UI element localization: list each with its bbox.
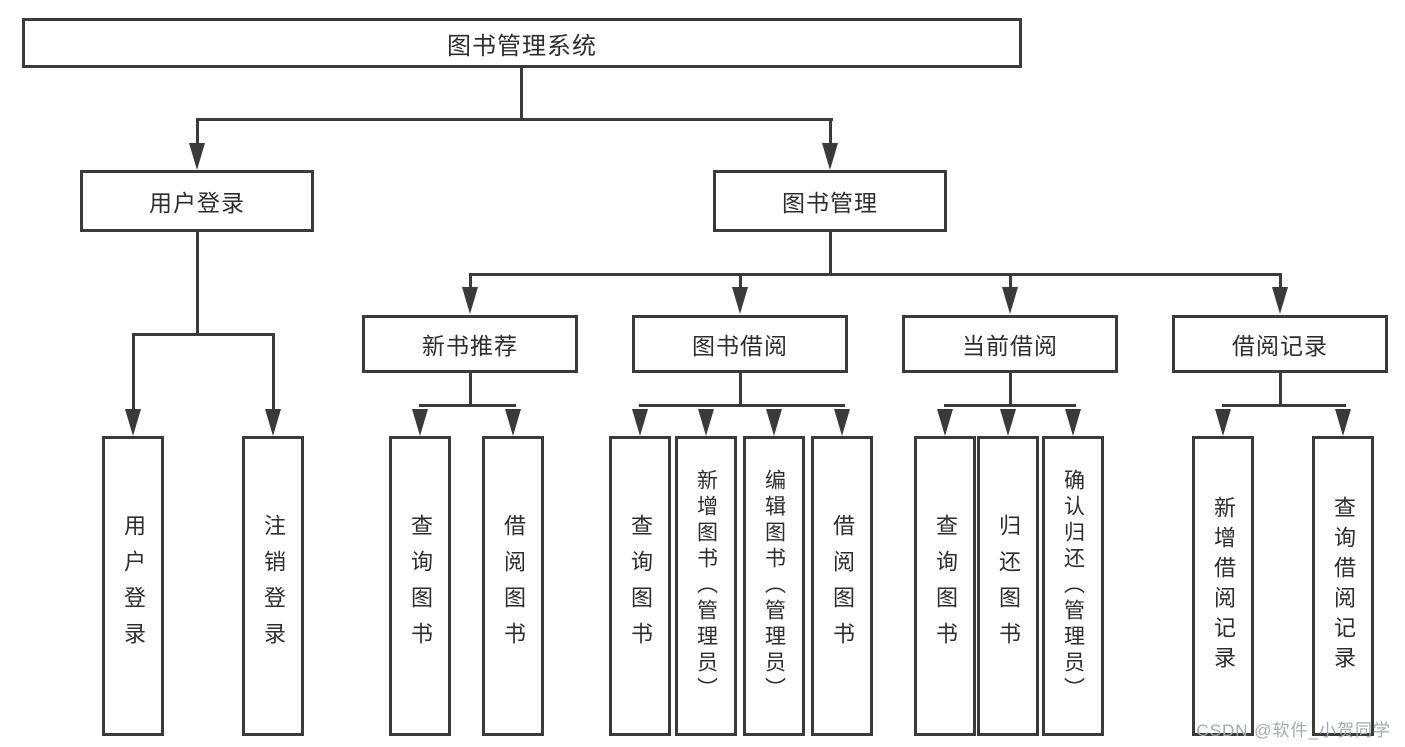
node-label: 借阅记录 xyxy=(1232,333,1328,359)
arrow-down-icon xyxy=(1002,287,1018,314)
node-label: 图书管理系统 xyxy=(447,32,597,60)
connector-new-books-span xyxy=(419,404,516,407)
arrow-down-icon xyxy=(125,409,141,436)
leaf-query-borrow-record: 查询借阅记录 xyxy=(1312,436,1374,736)
arrow-down-icon xyxy=(505,409,521,436)
connector-drop-book-mgmt xyxy=(829,118,832,145)
connector-borrow-records-stem xyxy=(1279,371,1282,406)
node-new-book-recommend: 新书推荐 xyxy=(362,315,578,373)
leaf-label: 借阅图书 xyxy=(501,514,526,658)
arrow-down-icon xyxy=(1215,409,1231,436)
connector-drop-current-borrow xyxy=(1009,273,1012,289)
leaf-label: 查询图书 xyxy=(628,514,653,658)
leaf-user-login: 用户登录 xyxy=(102,436,164,736)
arrow-down-icon xyxy=(834,409,850,436)
connector-drop-user-login xyxy=(196,118,199,145)
connector-user-login-span xyxy=(132,333,274,336)
connector-drop-leaf xyxy=(132,333,135,411)
leaf-label: 注销登录 xyxy=(261,514,286,658)
leaf-edit-books-admin: 编辑图书（管理员） xyxy=(743,436,805,736)
leaf-label: 用户登录 xyxy=(121,514,146,658)
arrow-down-icon xyxy=(1000,409,1016,436)
node-label: 新书推荐 xyxy=(422,333,518,359)
leaf-add-books-admin: 新增图书（管理员） xyxy=(675,436,737,736)
node-label: 图书借阅 xyxy=(692,333,788,359)
connector-drop-borrow-records xyxy=(1279,273,1282,289)
node-library-management-system: 图书管理系统 xyxy=(22,18,1022,68)
connector-root-span xyxy=(196,118,833,121)
arrow-down-icon xyxy=(412,409,428,436)
arrow-down-icon xyxy=(189,143,205,170)
node-label: 图书管理 xyxy=(782,190,878,216)
connector-book-borrow-span xyxy=(639,404,845,407)
connector-drop-book-borrow xyxy=(739,273,742,289)
arrow-down-icon xyxy=(766,409,782,436)
connector-book-borrow-stem xyxy=(739,371,742,406)
leaf-label: 新增图书（管理员） xyxy=(694,469,718,703)
connector-drop-leaf xyxy=(272,333,275,411)
node-user-login: 用户登录 xyxy=(80,170,314,232)
leaf-label: 确认归还（管理员） xyxy=(1061,469,1085,703)
node-label: 用户登录 xyxy=(149,190,245,216)
arrow-down-icon xyxy=(937,409,953,436)
node-label: 当前借阅 xyxy=(962,333,1058,359)
node-book-management: 图书管理 xyxy=(713,170,947,232)
connector-root-stem xyxy=(520,66,523,120)
csdn-watermark: CSDN @软件_小贺同学 xyxy=(1196,721,1391,740)
connector-user-login-stem xyxy=(196,230,199,335)
arrow-down-icon xyxy=(732,287,748,314)
arrow-down-icon xyxy=(1335,409,1351,436)
leaf-label: 借阅图书 xyxy=(830,514,855,658)
leaf-return-books: 归还图书 xyxy=(977,436,1039,736)
leaf-label: 归还图书 xyxy=(996,514,1021,658)
arrow-down-icon xyxy=(822,143,838,170)
leaf-query-books: 查询图书 xyxy=(389,436,451,736)
leaf-label: 查询图书 xyxy=(933,514,958,658)
connector-book-mgmt-stem xyxy=(829,230,832,275)
leaf-borrow-books: 借阅图书 xyxy=(482,436,544,736)
connector-current-borrow-span xyxy=(944,404,1076,407)
node-book-borrowing: 图书借阅 xyxy=(632,315,848,373)
node-current-borrowing: 当前借阅 xyxy=(902,315,1118,373)
arrow-down-icon xyxy=(462,287,478,314)
arrow-down-icon xyxy=(698,409,714,436)
leaf-label: 查询借阅记录 xyxy=(1331,496,1356,676)
arrow-down-icon xyxy=(265,409,281,436)
leaf-label: 编辑图书（管理员） xyxy=(762,469,786,703)
connector-new-books-stem xyxy=(469,371,472,406)
leaf-label: 查询图书 xyxy=(408,514,433,658)
arrow-down-icon xyxy=(1272,287,1288,314)
arrow-down-icon xyxy=(632,409,648,436)
connector-current-borrow-stem xyxy=(1009,371,1012,406)
leaf-confirm-return-admin: 确认归还（管理员） xyxy=(1042,436,1104,736)
connector-drop-new-books xyxy=(469,273,472,289)
connector-borrow-records-span xyxy=(1222,404,1346,407)
leaf-query-books: 查询图书 xyxy=(609,436,671,736)
leaf-label: 新增借阅记录 xyxy=(1211,496,1236,676)
leaf-logout: 注销登录 xyxy=(242,436,304,736)
leaf-query-books: 查询图书 xyxy=(914,436,976,736)
node-borrowing-records: 借阅记录 xyxy=(1172,315,1388,373)
leaf-borrow-books: 借阅图书 xyxy=(811,436,873,736)
connector-book-mgmt-span xyxy=(469,273,1282,276)
arrow-down-icon xyxy=(1065,409,1081,436)
leaf-add-borrow-record: 新增借阅记录 xyxy=(1192,436,1254,736)
